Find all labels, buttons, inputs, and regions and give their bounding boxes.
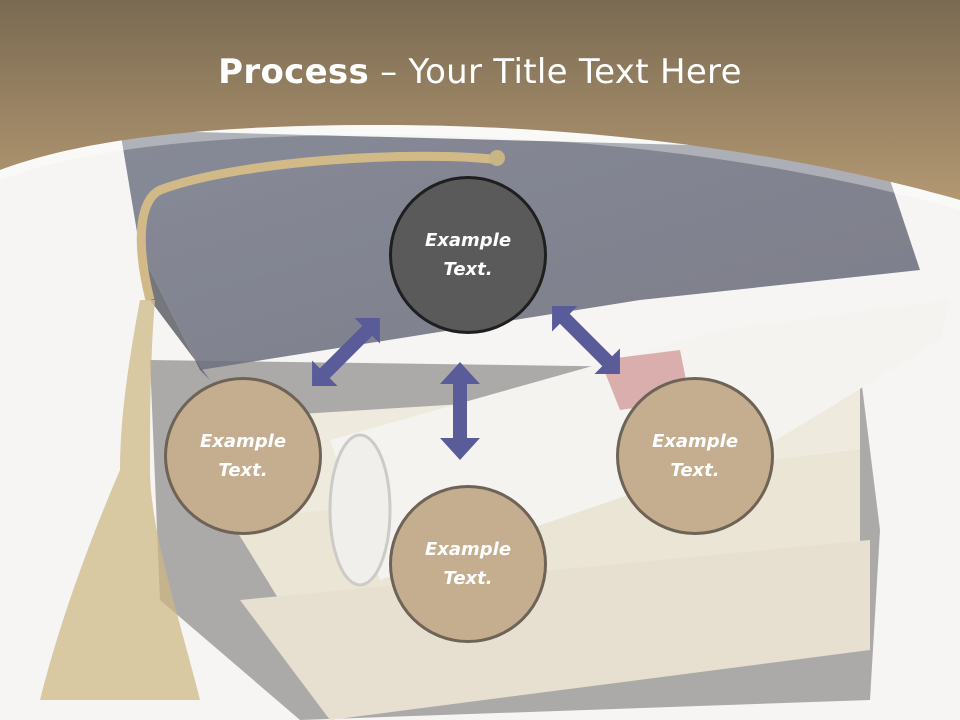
process-node-left[interactable]: Example Text. bbox=[164, 377, 322, 535]
slide-title: Process – Your Title Text Here bbox=[218, 52, 742, 92]
process-node-bottom[interactable]: Example Text. bbox=[389, 485, 547, 643]
node-label: Example Text. bbox=[424, 539, 512, 589]
node-label: Example Text. bbox=[651, 431, 739, 481]
node-label: Example Text. bbox=[199, 431, 287, 481]
process-node-right[interactable]: Example Text. bbox=[616, 377, 774, 535]
process-node-top[interactable]: Example Text. bbox=[389, 176, 547, 334]
node-label: Example Text. bbox=[424, 230, 512, 280]
double-arrow-icon bbox=[312, 306, 620, 460]
